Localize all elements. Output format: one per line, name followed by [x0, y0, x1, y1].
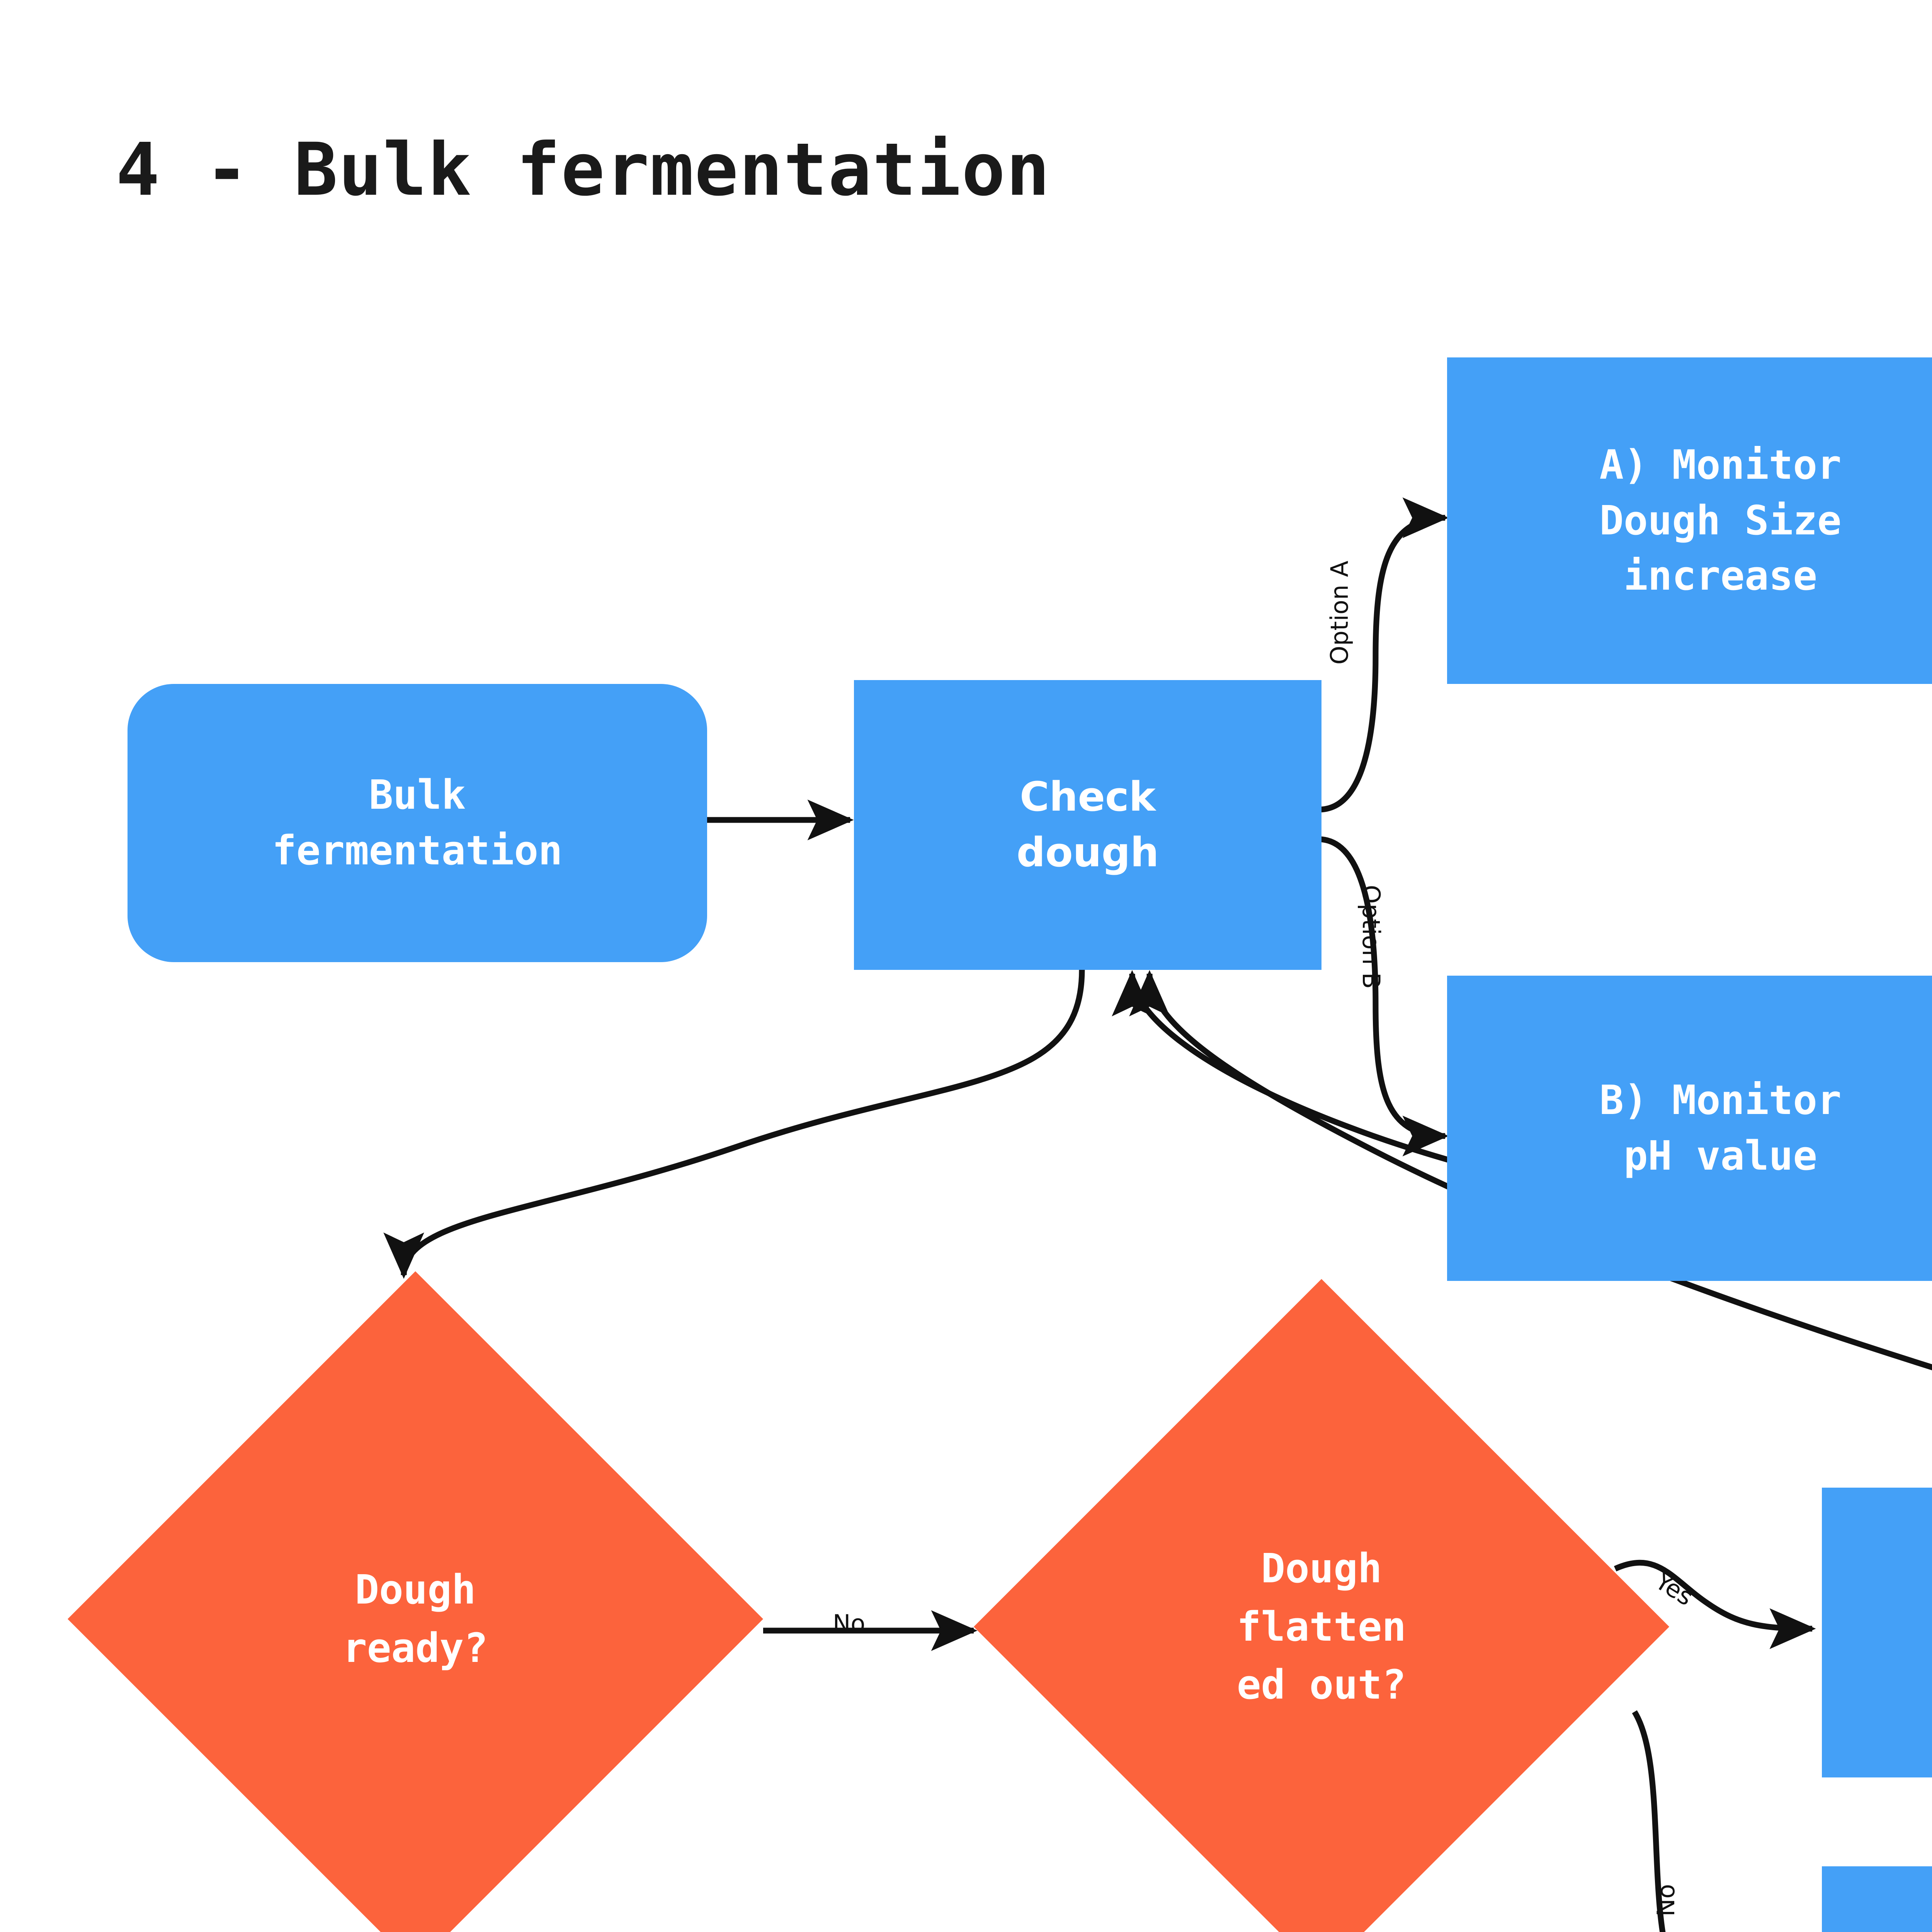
edge-label-option-b: Option B	[1357, 885, 1385, 989]
node-monitor-ph-value[interactable]: B) Monitor pH value	[1447, 976, 1932, 1281]
node-dough-flattened[interactable]: Dough flatten ed out?	[974, 1279, 1669, 1932]
node-monitor-dough-size[interactable]: A) Monitor Dough Size increase	[1447, 357, 1932, 684]
edge-label-option-a: Option A	[1325, 560, 1354, 665]
node-dough-ready[interactable]: Dough ready?	[68, 1271, 763, 1932]
edge-label-flattened-no: No	[1652, 1884, 1680, 1917]
edge-check-to-dough-ready	[383, 969, 1085, 1279]
node-dough-flattened-label: Dough flatten ed out?	[1236, 1544, 1406, 1709]
edge-label-ready-no: No	[833, 1609, 866, 1638]
page-title: 4 - Bulk fermentation	[116, 128, 1051, 212]
node-check-dough[interactable]: Check dough	[854, 680, 1321, 970]
node-dough-ready-label: Dough ready?	[343, 1566, 488, 1672]
node-bulk-fermentation[interactable]: Bulk fermentation	[128, 684, 707, 962]
node-wait-60-minutes[interactable]: Wait 60 minutes	[1822, 1866, 1932, 1932]
node-stretch-and-fold[interactable]: Stretch and fold	[1822, 1488, 1932, 1777]
